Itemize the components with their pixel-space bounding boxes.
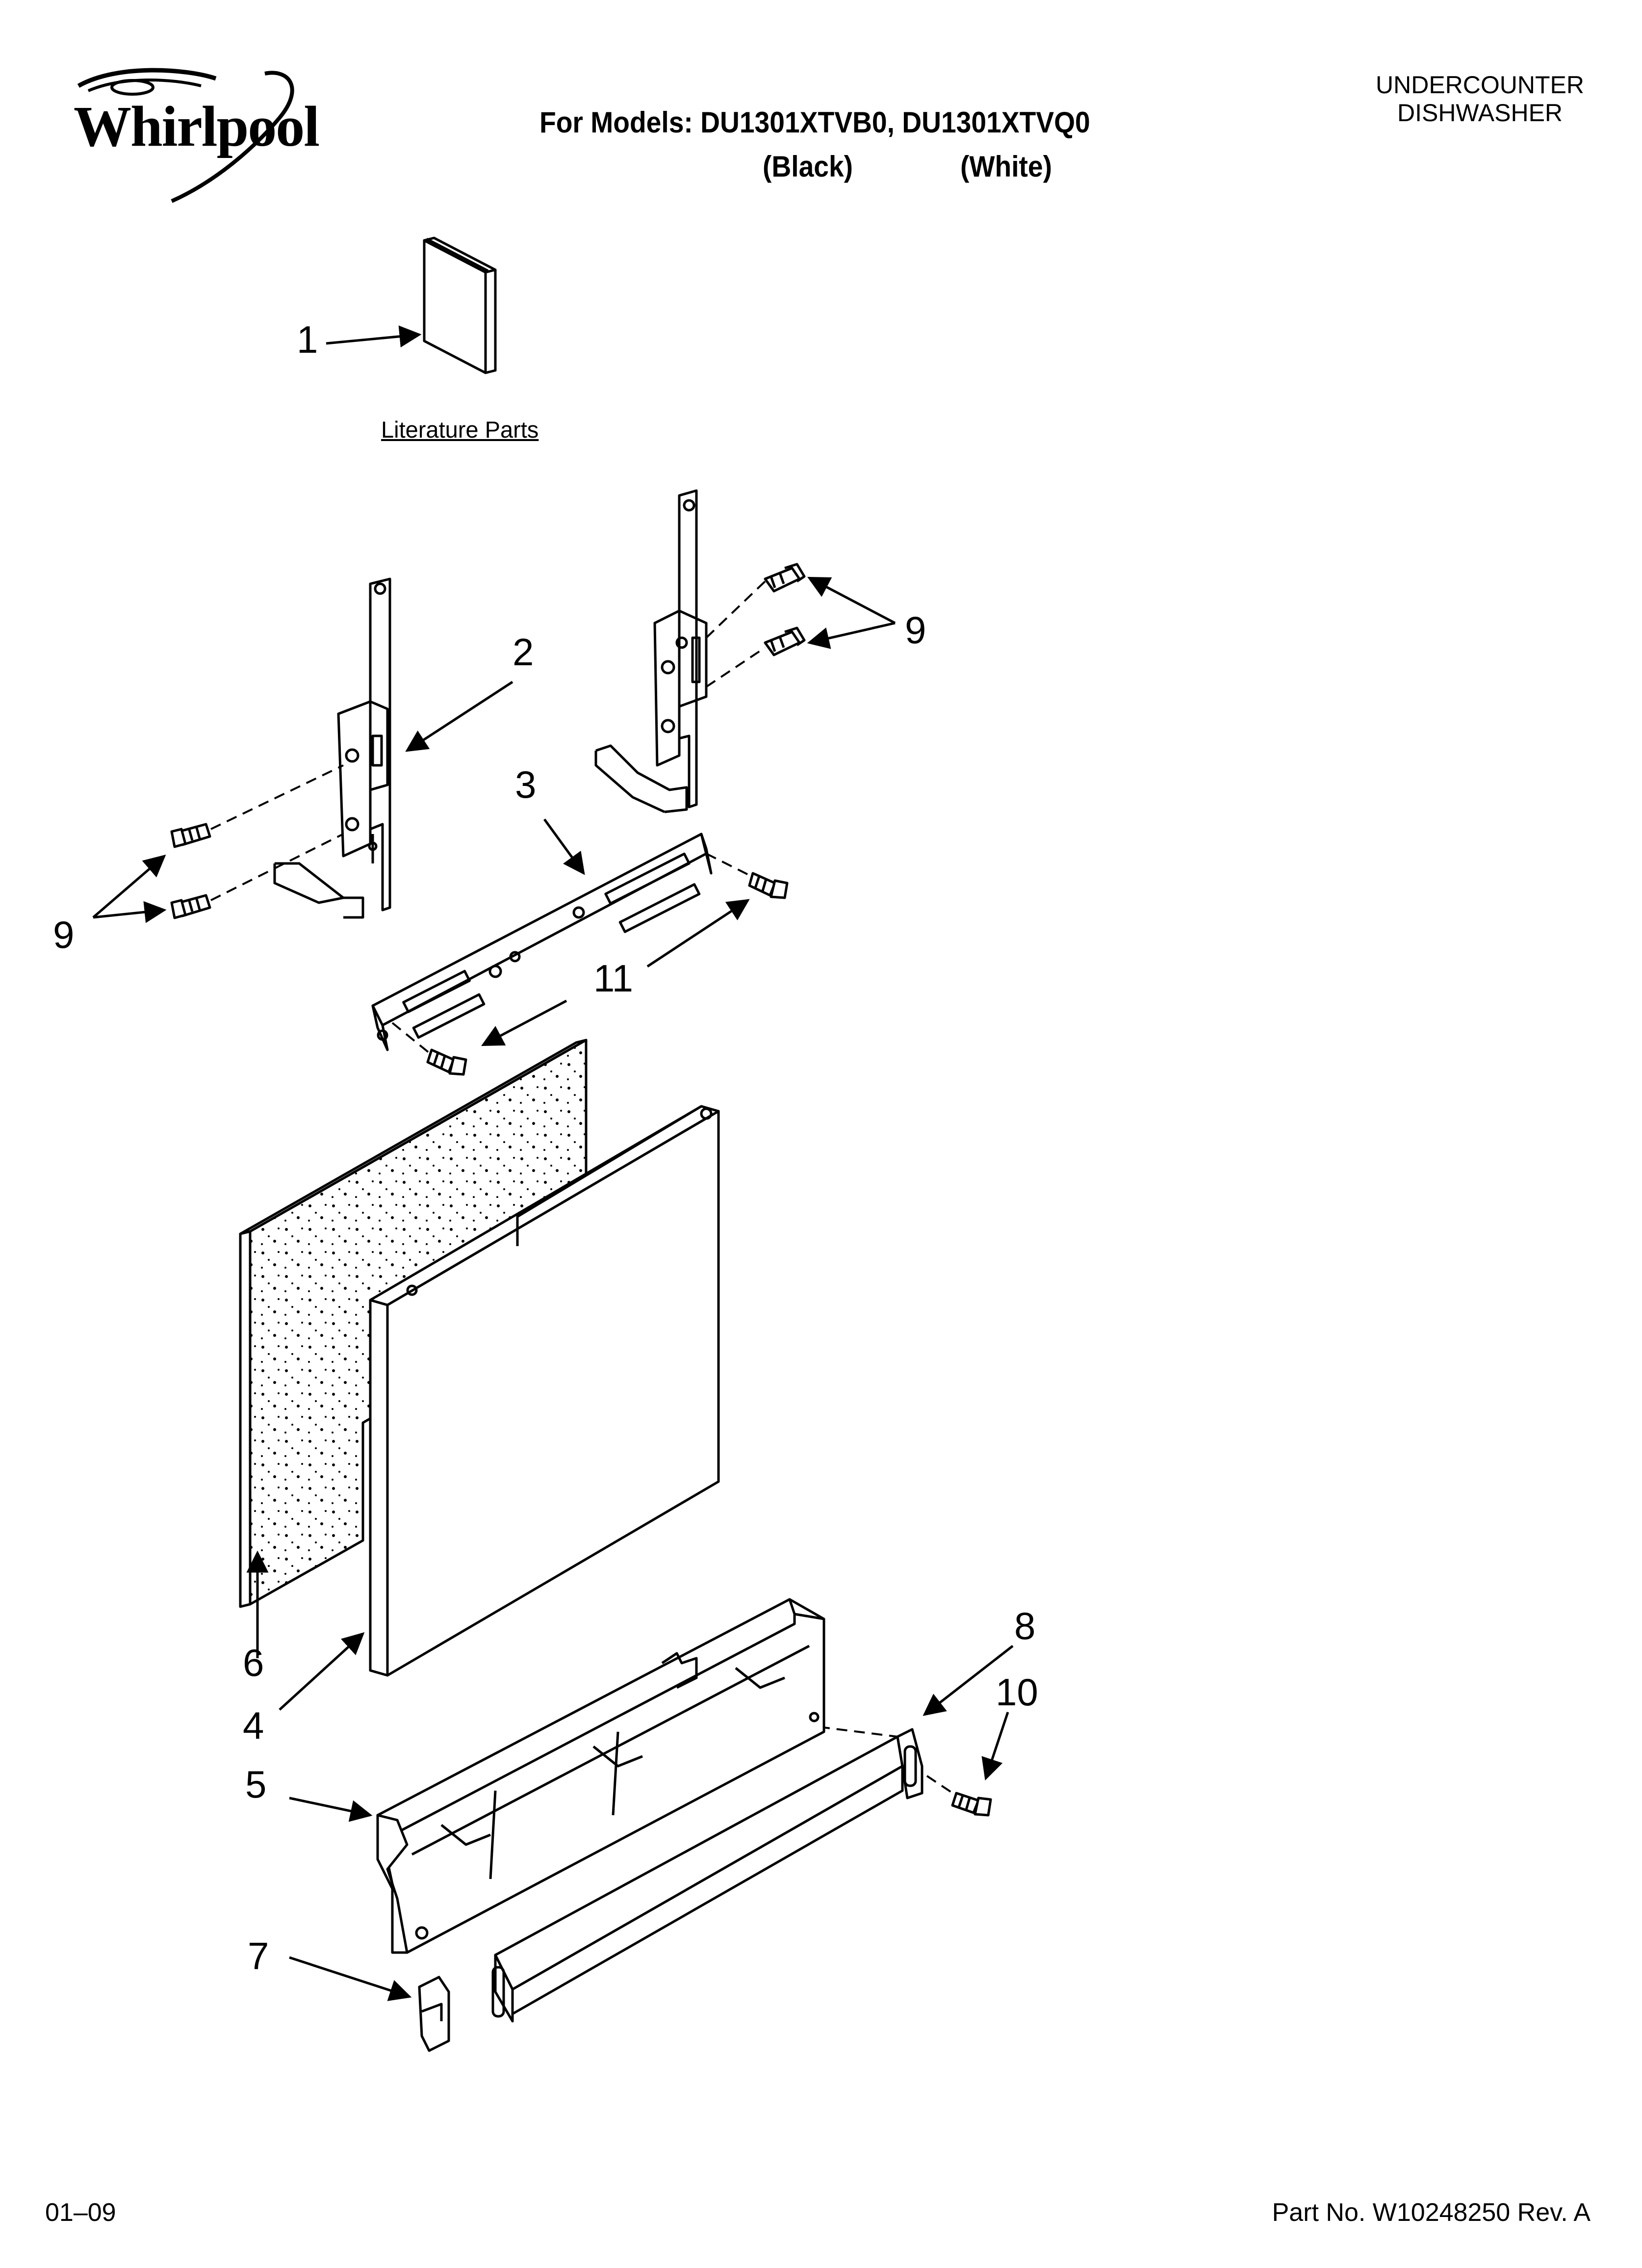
screw-bracket-left (426, 1048, 467, 1076)
callout-2: 2 (513, 630, 534, 674)
variant-white: (White) (960, 150, 1052, 183)
callout-1: 1 (297, 318, 318, 361)
callout-11: 11 (593, 957, 633, 1000)
screw-toe-panel (951, 1792, 992, 1817)
callout-8: 8 (1014, 1604, 1036, 1647)
callout-9-right: 9 (905, 608, 926, 652)
models-title: For Models: DU1301XTVB0, DU1301XTVQ0 (539, 106, 1090, 139)
callout-3: 3 (515, 763, 537, 806)
toe-panel (491, 1728, 924, 2023)
category-line-1: UNDERCOUNTER (1376, 71, 1584, 99)
lower-support-channel (376, 1598, 825, 1954)
category-label: UNDERCOUNTER DISHWASHER (1376, 71, 1584, 127)
screw-upper-right-1 (764, 563, 806, 593)
literature-parts-label: Literature Parts (381, 417, 539, 443)
left-hinge-bracket (273, 577, 391, 919)
screw-bracket-right (748, 872, 789, 899)
footer-part-number: Part No. W10248250 Rev. A (1272, 2198, 1591, 2227)
callout-10: 10 (996, 1670, 1038, 1714)
toe-panel-clip (418, 1976, 450, 2052)
right-hinge-bracket (594, 489, 708, 813)
screw-left-2 (170, 894, 211, 919)
callout-leaders (92, 325, 1014, 2001)
screw-left-1 (170, 823, 211, 848)
literature-booklet (423, 236, 497, 374)
callout-7: 7 (248, 1934, 269, 1978)
brand-wordmark: Whirlpool (74, 94, 320, 158)
category-line-2: DISHWASHER (1397, 99, 1563, 127)
callout-4: 4 (243, 1704, 264, 1747)
whirlpool-logo: Whirlpool (59, 59, 343, 206)
variant-black: (Black) (763, 150, 853, 183)
mounting-bracket (371, 833, 713, 1051)
footer-date: 01–09 (45, 2198, 116, 2227)
callout-6: 6 (243, 1641, 264, 1684)
callout-9-left: 9 (53, 913, 75, 956)
door-panel (369, 1105, 720, 1677)
swirl-logo-icon (77, 68, 294, 203)
screw-upper-right-2 (764, 626, 806, 656)
callout-5: 5 (245, 1763, 267, 1806)
